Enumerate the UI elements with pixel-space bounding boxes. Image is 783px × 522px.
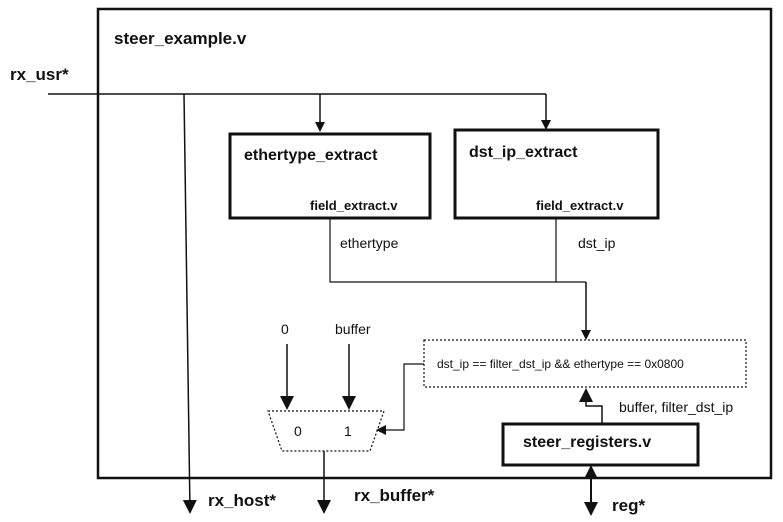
signal-dst-ip-label: dst_ip bbox=[578, 235, 616, 251]
ethertype-extract-file: field_extract.v bbox=[310, 198, 398, 213]
mux-input-zero-label: 0 bbox=[281, 321, 289, 337]
signal-ethertype-label: ethertype bbox=[340, 235, 399, 251]
mux bbox=[267, 410, 385, 452]
mux-input-buffer-label: buffer bbox=[335, 321, 371, 337]
rx-host-line bbox=[182, 93, 197, 514]
steer-registers-block bbox=[501, 422, 700, 467]
ethertype-extract-block bbox=[228, 132, 432, 220]
select-wire bbox=[376, 363, 424, 435]
ethertype-wire bbox=[329, 218, 586, 283]
comparator-condition: dst_ip == filter_dst_ip && ethertype == … bbox=[437, 357, 684, 371]
dst-ip-extract-file: field_extract.v bbox=[536, 198, 624, 213]
dst-ip-extract-name: dst_ip_extract bbox=[469, 144, 578, 161]
module-title: steer_example.v bbox=[114, 29, 247, 48]
port-rx-usr-label: rx_usr* bbox=[10, 65, 69, 84]
ethertype-extract-name: ethertype_extract bbox=[244, 147, 378, 164]
port-reg-label: reg* bbox=[612, 496, 645, 515]
regs-to-comparator-wire bbox=[579, 388, 603, 424]
mux-input-1: 1 bbox=[344, 423, 352, 439]
regs-output-label: buffer, filter_dst_ip bbox=[619, 399, 733, 415]
comparator-box bbox=[423, 339, 747, 388]
port-rx-buffer-label: rx_buffer* bbox=[354, 486, 435, 505]
mux-input-0: 0 bbox=[294, 423, 302, 439]
steer-registers-name: steer_registers.v bbox=[523, 434, 651, 451]
module-box bbox=[96, 7, 773, 480]
port-rx-host-label: rx_host* bbox=[208, 491, 276, 510]
